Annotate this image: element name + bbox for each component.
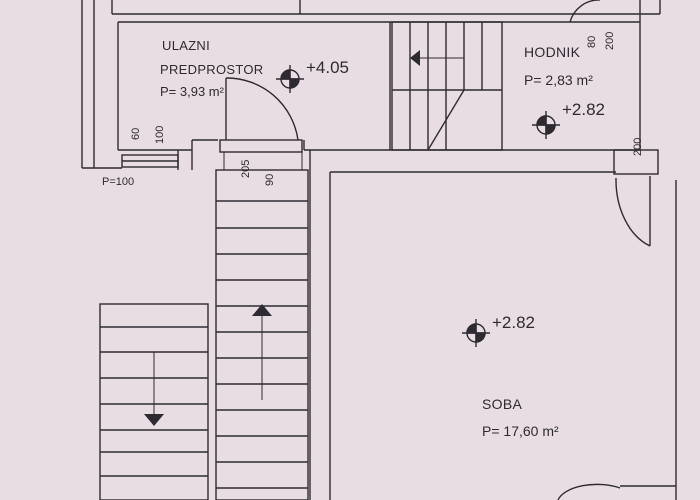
left-stair (99, 303, 209, 500)
elevation-marker-hallway (532, 111, 560, 139)
hallway-stair-block (391, 21, 503, 151)
window-left-height-dim: 100 (154, 125, 166, 144)
central-stair-arrowhead (252, 304, 272, 316)
room-name: SOBA (482, 396, 523, 412)
bottom-arc (557, 483, 621, 500)
stair-dim-b: 90 (264, 173, 276, 186)
stair-dim-a: 205 (240, 159, 252, 178)
right-door-swing (615, 177, 651, 247)
hallway-stair-break (427, 89, 465, 151)
door-top-dim-b: 200 (604, 31, 616, 50)
door-top-dim-a: 80 (586, 35, 598, 48)
elevation-marker-room (462, 319, 490, 347)
elevation-marker-entrance (276, 65, 304, 93)
hallway-room-name: HODNIK (524, 44, 581, 60)
hallway-elevation: +2.82 (562, 100, 606, 119)
hallway-stair-arrowhead (410, 50, 420, 66)
entrance-elevation: +4.05 (306, 58, 350, 77)
central-stair (215, 169, 309, 500)
entrance-door-frame (219, 139, 303, 153)
window-left-width-dim: 60 (130, 127, 142, 140)
top-door-swing (569, 0, 600, 23)
entrance-room-name-line1: ULAZNI (162, 38, 211, 53)
right-door-frame (613, 149, 659, 175)
left-stair-arrowhead (144, 414, 164, 426)
sill-height-label: P=100 (102, 176, 135, 188)
entrance-room-area: P= 3,93 m² (160, 84, 224, 99)
room-area: P= 17,60 m² (482, 423, 559, 439)
hallway-room-area: P= 2,83 m² (524, 72, 593, 88)
entrance-room-name-line2: PREDPROSTOR (160, 62, 264, 77)
room-elevation: +2.82 (492, 313, 536, 332)
entrance-door-swing (225, 77, 299, 141)
right-door-dim: 200 (632, 137, 644, 156)
